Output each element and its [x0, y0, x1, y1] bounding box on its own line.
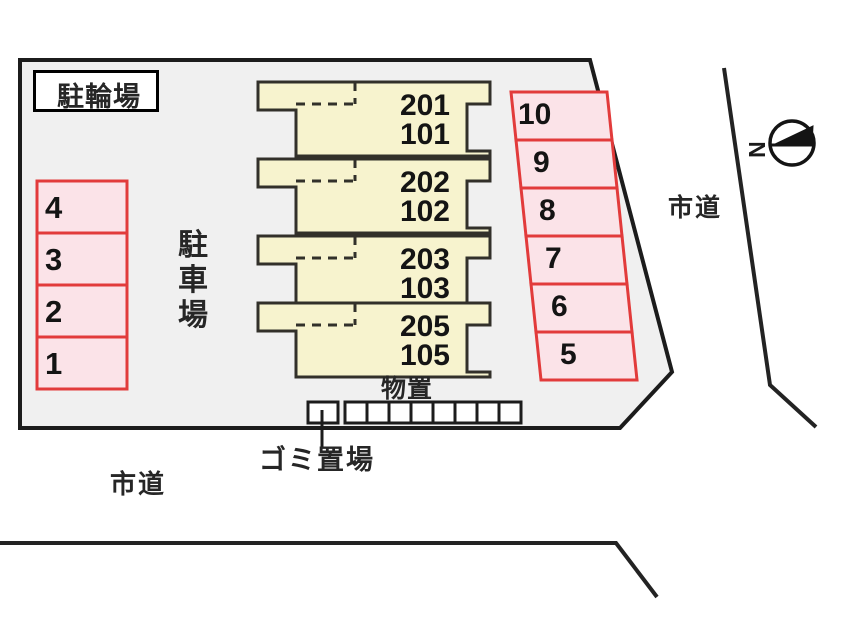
- parking-stall-number: 3: [45, 242, 63, 277]
- parking-stall-number: 8: [539, 194, 556, 227]
- unit-number-upper: 202: [399, 166, 450, 199]
- parking-stall: [35, 231, 129, 287]
- unit-number-lower: 101: [399, 118, 450, 151]
- car-parking-label-char-3: 場: [178, 298, 208, 334]
- storage-units: [343, 400, 523, 425]
- unit-number-upper: 205: [399, 310, 450, 343]
- compass-needle: [770, 125, 814, 147]
- storage-cell: [475, 400, 501, 425]
- parking-stalls-right: [509, 90, 639, 382]
- storage-cell: [409, 400, 435, 425]
- parking-stall: [35, 335, 129, 391]
- car-parking-label-char-1: 駐: [178, 228, 208, 263]
- building-unit: [256, 80, 492, 158]
- storage-cell: [343, 400, 369, 425]
- storage-cell: [431, 400, 457, 425]
- parking-stall-number: 6: [551, 290, 568, 323]
- bike-parking-label-box: 駐輪場: [33, 70, 159, 113]
- building-unit: [256, 157, 492, 235]
- parking-stall-number: 4: [45, 190, 63, 225]
- parking-stall-number: 5: [560, 338, 577, 371]
- trash-area-marker: [306, 400, 340, 447]
- road-line-right: [722, 67, 818, 429]
- parking-stall-number: 2: [45, 294, 63, 329]
- storage-label: 物置: [381, 374, 434, 403]
- car-parking-label: 駐 車 場: [170, 228, 216, 333]
- parking-stall-number: 7: [545, 242, 562, 275]
- parking-stalls-left: [35, 179, 129, 391]
- parking-stall: [35, 179, 129, 235]
- building-unit: [256, 301, 492, 379]
- parking-stall: [529, 282, 634, 334]
- unit-number-lower: 105: [399, 339, 450, 372]
- parking-stall-number: 9: [533, 146, 550, 179]
- parking-stall: [514, 138, 619, 190]
- car-parking-label-char-2: 車: [178, 263, 208, 299]
- parking-stall-number: 1: [45, 346, 63, 381]
- unit-number-upper: 203: [399, 243, 450, 276]
- storage-cell: [497, 400, 523, 425]
- parking-stall: [524, 234, 629, 286]
- parking-stall-number: 10: [518, 98, 552, 131]
- trash-label: ゴミ置場: [259, 445, 375, 476]
- compass-rose: [768, 119, 816, 167]
- storage-cell: [387, 400, 413, 425]
- storage-cell: [365, 400, 391, 425]
- road-line-bottom: [0, 541, 659, 599]
- storage-cell: [453, 400, 479, 425]
- unit-number-lower: 103: [399, 272, 450, 305]
- building-block: [256, 80, 492, 379]
- unit-number-upper: 201: [399, 89, 450, 122]
- road-label-right: 市道: [668, 193, 723, 222]
- bike-parking-label: 駐輪場: [57, 81, 141, 113]
- compass-north-label: N: [743, 141, 770, 158]
- road-label-bottom: 市道: [110, 470, 167, 500]
- parking-stall: [534, 330, 639, 382]
- parking-stall: [519, 186, 624, 238]
- unit-number-lower: 102: [399, 195, 450, 228]
